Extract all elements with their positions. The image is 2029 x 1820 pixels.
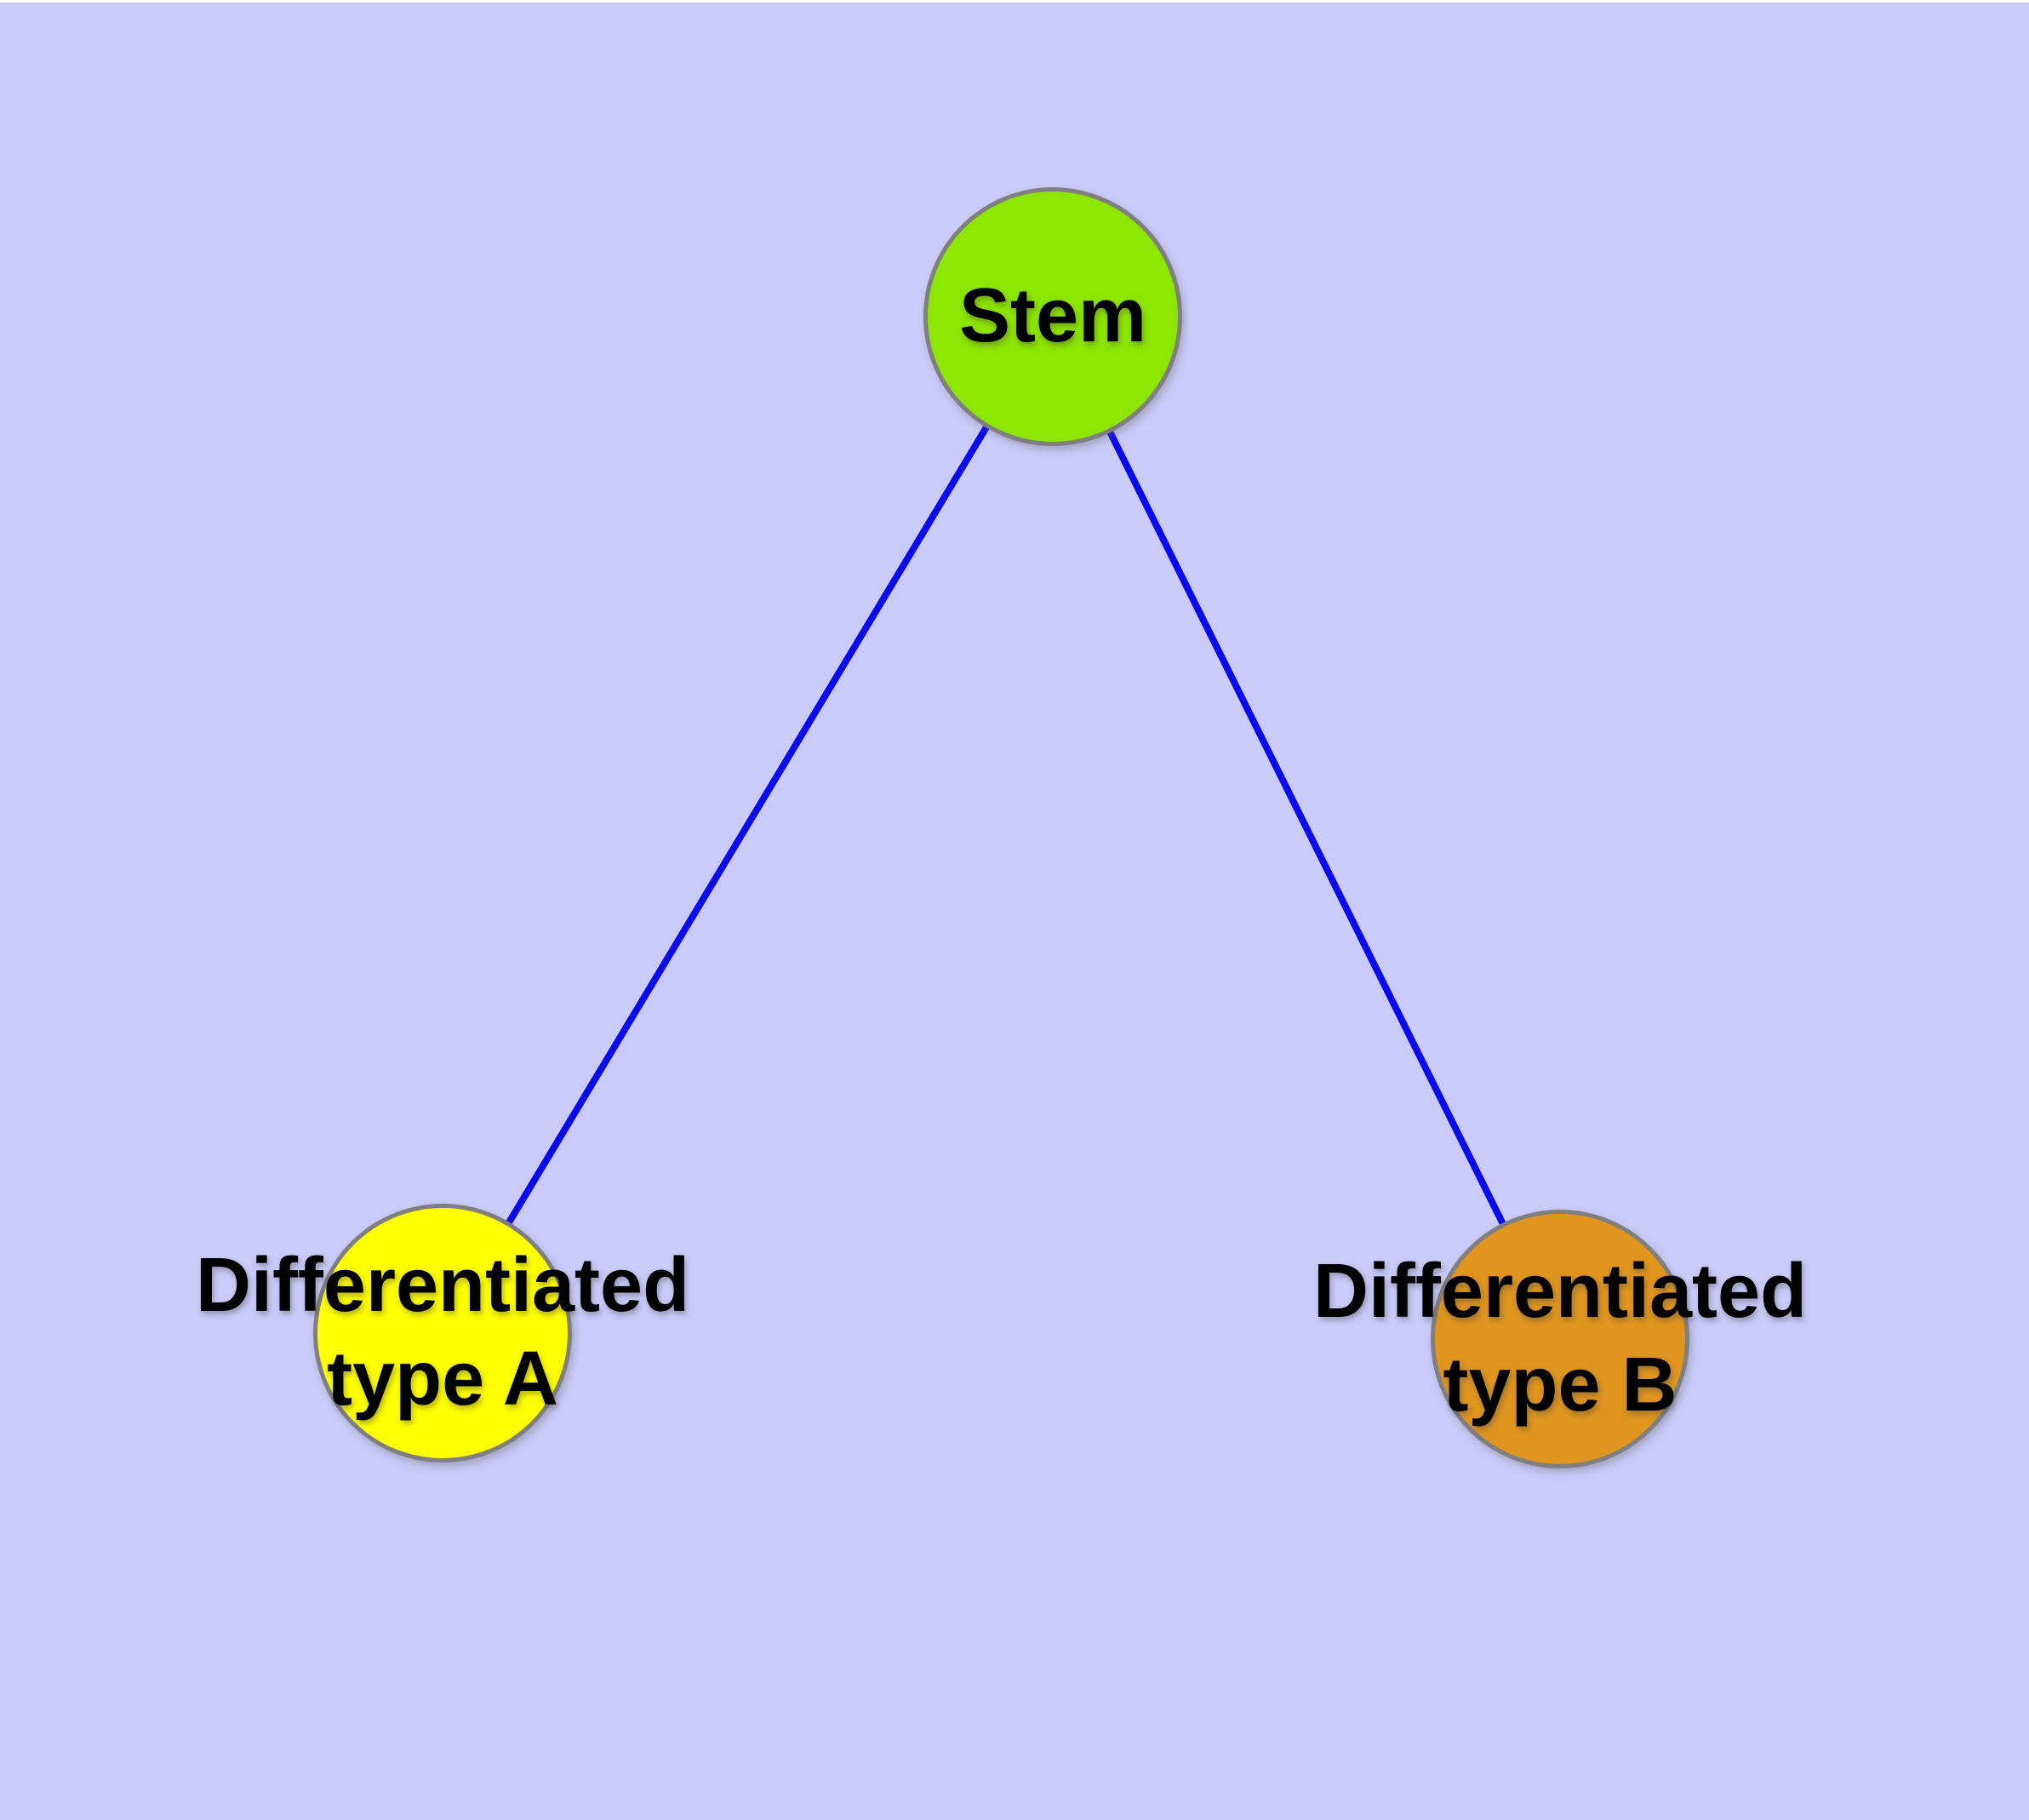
top-edge	[0, 0, 2029, 3]
edge-stem-to-type-a	[439, 314, 1056, 1336]
edge-stem-to-type-b	[1049, 315, 1563, 1341]
node-type-a[interactable]	[313, 1204, 572, 1462]
node-stem[interactable]	[923, 187, 1182, 446]
node-type-b[interactable]	[1431, 1210, 1689, 1468]
